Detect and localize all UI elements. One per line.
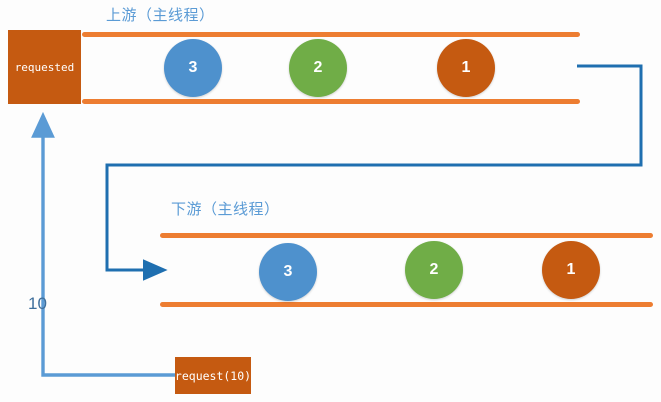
downstream-item-1: 1: [542, 241, 600, 299]
upstream-rail-top: [82, 32, 580, 37]
downstream-rail-top: [160, 233, 653, 238]
downstream-rail-bottom: [160, 302, 653, 307]
requested-box: requested: [8, 30, 81, 104]
upstream-rail-bottom: [82, 99, 580, 104]
connector-upstream-to-downstream: [105, 64, 643, 281]
request-call-box: request(10): [175, 357, 251, 394]
downstream-item-2: 2: [405, 241, 463, 299]
upstream-lane-label: 上游（主线程）: [106, 6, 215, 24]
downstream-lane-label: 下游（主线程）: [171, 200, 280, 218]
connector-request-to-requested: [31, 111, 175, 377]
upstream-item-2: 2: [289, 39, 347, 97]
upstream-item-1: 1: [437, 39, 495, 97]
demand-count-label: 10: [28, 294, 47, 313]
upstream-item-3: 3: [164, 39, 222, 97]
downstream-item-3: 3: [259, 243, 317, 301]
